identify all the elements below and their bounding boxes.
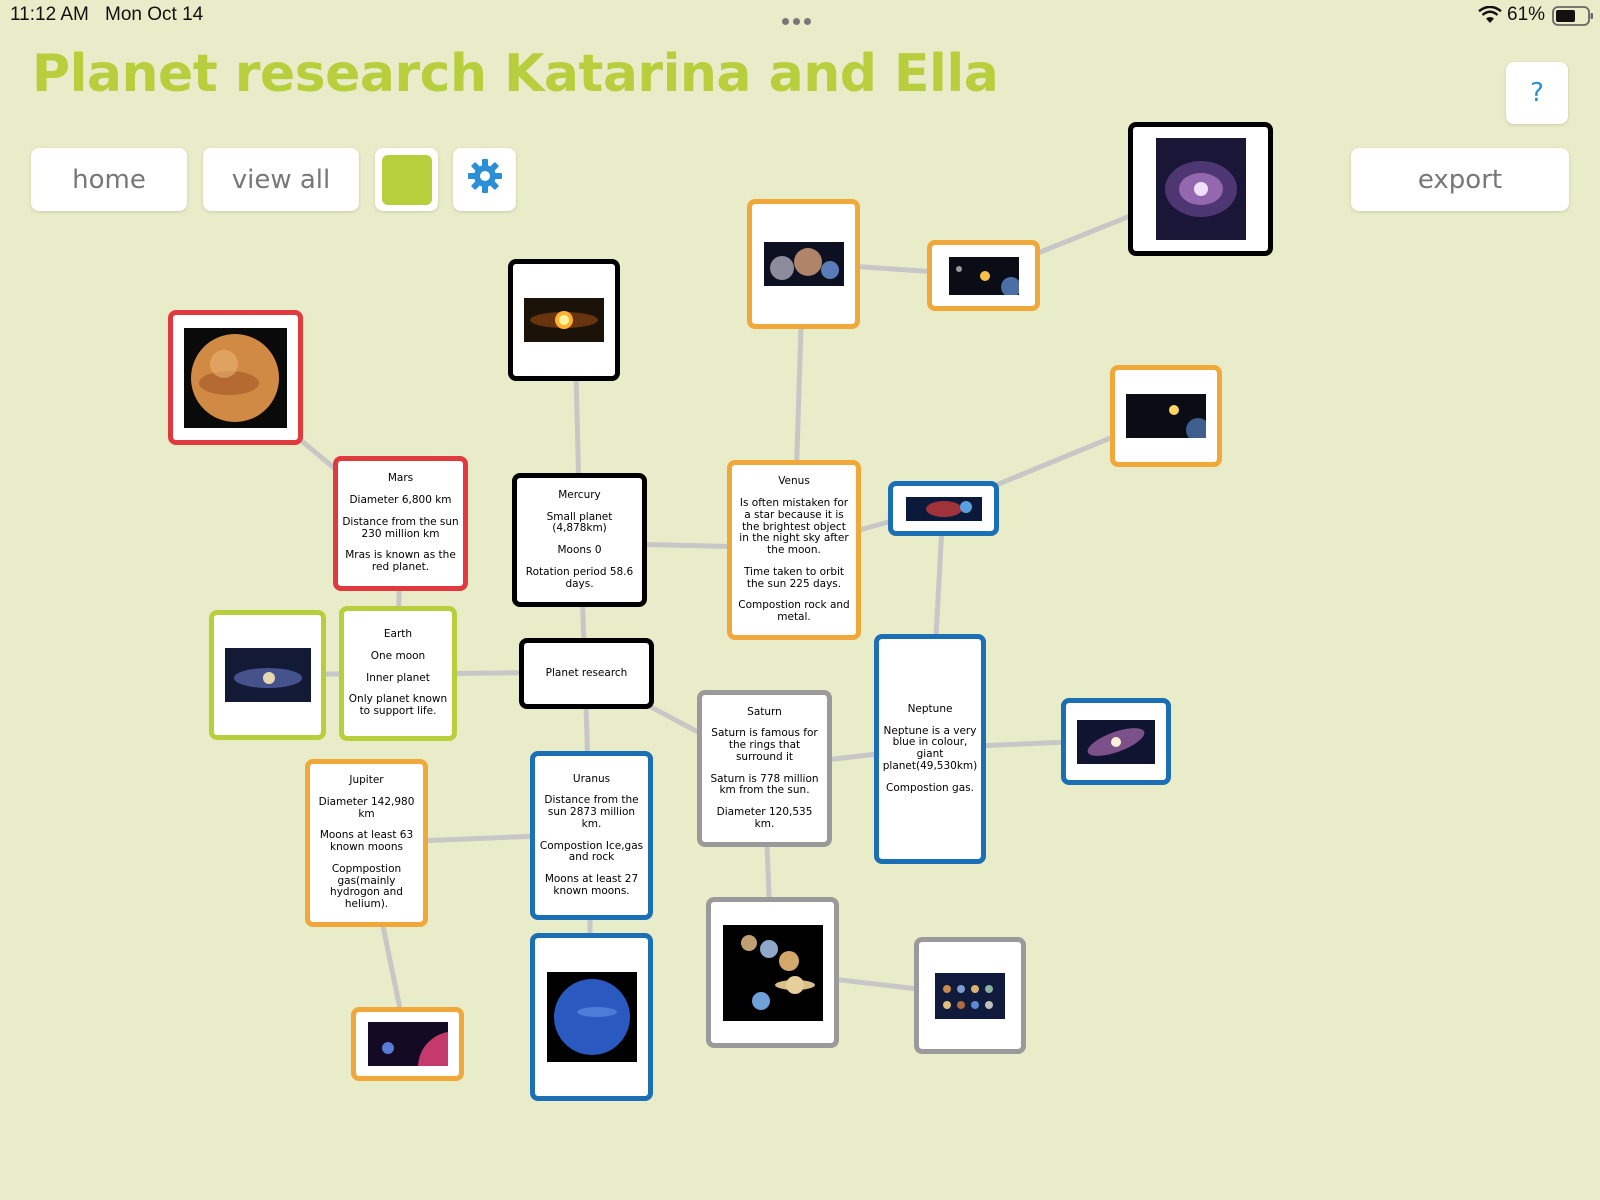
milky-way-image [224,648,311,702]
card-line: Neptune is a very blue in colour, giant … [882,724,978,772]
card-line: Diameter 120,535 km. [716,806,813,830]
planets-image [763,242,844,286]
planets-image-card[interactable] [747,199,860,329]
sun-planet-image-card[interactable] [1110,365,1222,467]
battery-percent: 61% [1507,4,1546,25]
milky-way-image-card[interactable] [209,610,326,740]
planet-chart-image-card[interactable] [914,937,1026,1054]
nebula-image-card[interactable] [888,481,999,536]
card-line: Rotation period 58.6 days. [525,565,634,590]
card-line: Is often mistaken for a star because it … [739,497,849,556]
card-line: Copmpostion gas(mainly hydrogon and heli… [330,862,403,911]
settings-button[interactable] [453,148,516,211]
sun-image-card[interactable] [508,259,620,381]
card-line: Compostion Ice,gas and rock [539,839,644,864]
card-line: Distance from the sun 230 million km [342,515,459,540]
gear-icon [467,158,503,201]
card-line: Moons 0 [557,544,602,556]
galaxy-image-card[interactable] [1128,122,1273,256]
colorful-planets-image-card[interactable] [351,1007,464,1081]
colorful-planets-image [367,1022,448,1066]
sun-image [524,298,604,342]
andromeda-image [1077,719,1155,764]
card-line: Diameter 6,800 km [349,494,452,506]
card-title: Uranus [572,772,611,785]
earth-card[interactable]: Earth One moon Inner planet Only planet … [339,606,457,741]
card-line: Distance from the sun 2873 million km. [544,794,639,830]
card-line: Compostion gas. [886,781,974,794]
card-line: Small planet (4,878km) [546,510,613,535]
page-title: Planet research Katarina and Ella [32,44,999,104]
battery-icon [1552,6,1594,30]
planet-lineup-image-card[interactable] [706,897,839,1048]
card-title: Jupiter [349,774,384,787]
neptune-image-card[interactable] [530,933,653,1101]
andromeda-image-card[interactable] [1061,698,1171,785]
card-line: Moons at least 27 known moons. [544,873,639,897]
mars-image-card[interactable] [168,310,303,445]
multitasking-dots-icon[interactable] [782,10,818,25]
card-title: Venus [778,475,810,488]
card-line: Inner planet [366,671,430,684]
planet-research-card[interactable]: Planet research [519,638,654,709]
neptune-image [546,972,637,1062]
card-line: Time taken to orbit the sun 225 days. [743,565,845,590]
card-line: Saturn is 778 million km from the sun. [710,772,819,797]
card-line: Saturn is famous for the rings that surr… [711,727,818,763]
planet-lineup-image [722,924,823,1021]
mars-card[interactable]: Mars Diameter 6,800 km Distance from the… [333,456,468,591]
jupiter-card[interactable]: Jupiter Diameter 142,980 km Moons at lea… [305,759,428,927]
galaxy-image [1155,138,1246,240]
uranus-card[interactable]: Uranus Distance from the sun 2873 millio… [530,751,653,920]
help-button[interactable]: ? [1506,62,1568,124]
card-title: Saturn [747,705,782,718]
wifi-icon [1478,5,1502,28]
nebula-image [905,496,982,521]
card-line: Only planet known to support life. [348,693,448,718]
view-all-button[interactable]: view all [203,148,359,211]
card-line: One moon [370,649,426,662]
planet-chart-image [935,972,1005,1019]
card-line: Diameter 142,980 km [318,795,415,820]
sun-planet-image [1126,394,1206,438]
status-time: 11:12 AM [10,4,89,25]
color-swatch-button[interactable] [375,148,438,211]
mercury-card[interactable]: Mercury Small planet (4,878km) Moons 0 R… [512,473,647,607]
venus-card[interactable]: Venus Is often mistaken for a star becau… [727,460,861,640]
card-title: Earth [383,628,413,641]
color-swatch [381,154,432,205]
mars-image [184,327,287,428]
card-line: Moons at least 63 known moons [319,829,414,854]
status-date: Mon Oct 14 [105,4,204,25]
card-title: Planet research [545,666,628,679]
card-line: Mras is known as the red planet. [345,549,456,573]
export-button[interactable]: export [1351,148,1569,211]
card-title: Mars [387,472,414,485]
home-button[interactable]: home [31,148,187,211]
neptune-card[interactable]: Neptune Neptune is a very blue in colour… [874,634,986,864]
solar-system-image [948,256,1019,295]
card-title: Neptune [907,702,953,715]
card-title: Mercury [558,488,601,501]
solar-system-image-card[interactable] [927,240,1040,311]
card-line: Compostion rock and metal. [738,599,850,623]
saturn-card[interactable]: Saturn Saturn is famous for the rings th… [697,690,832,847]
